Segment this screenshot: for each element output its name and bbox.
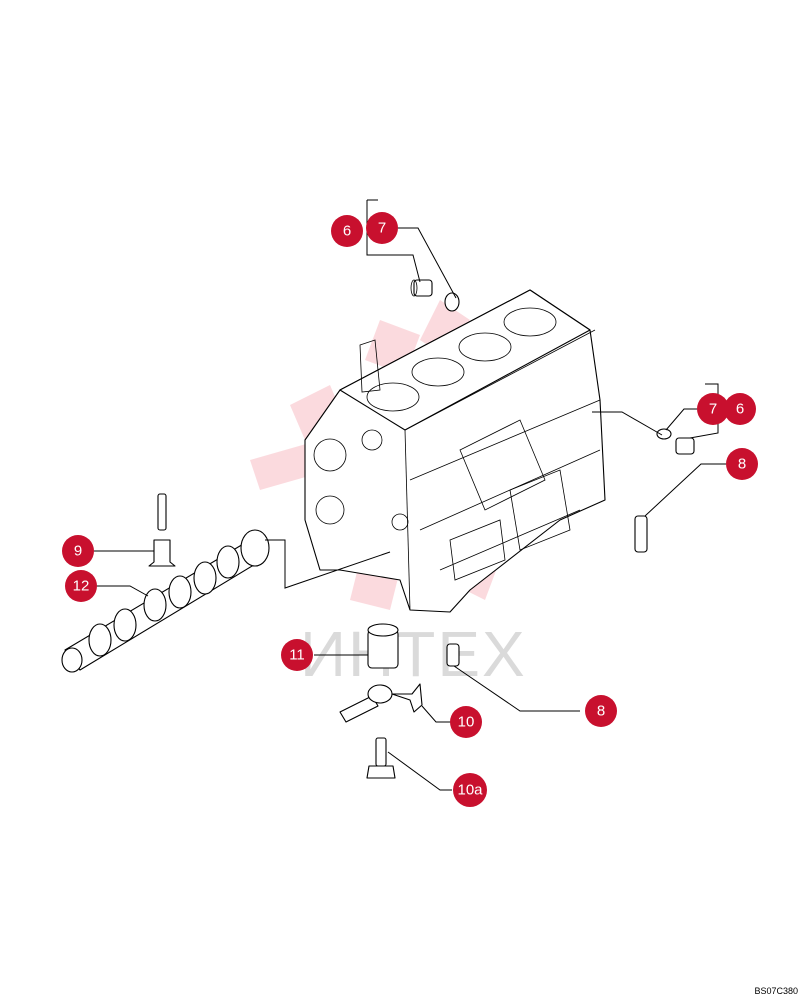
dowel-pin-bottom	[446, 643, 460, 667]
oil-jet	[339, 683, 423, 723]
callout-11: 11	[281, 639, 313, 671]
bearing-bush	[367, 623, 399, 669]
callout-label: 8	[597, 703, 605, 720]
callout-12: 12	[65, 570, 97, 602]
plug-right	[675, 437, 695, 455]
callout-label: 12	[73, 578, 90, 595]
callout-6-right: 6	[724, 393, 756, 425]
callout-label: 9	[74, 543, 82, 560]
callout-6-top: 6	[331, 215, 363, 247]
tappet-parts	[148, 493, 176, 567]
callout-label: 8	[738, 456, 746, 473]
callout-label: 7	[709, 401, 717, 418]
callout-label: 10	[458, 714, 475, 731]
leader-lines	[94, 199, 726, 791]
callout-10a: 10a	[453, 773, 487, 807]
callout-8-bottom: 8	[585, 695, 617, 727]
plug-top	[410, 279, 433, 297]
callout-7-top: 7	[366, 212, 398, 244]
callout-label: 6	[343, 223, 351, 240]
callout-label: 7	[378, 220, 386, 237]
callout-label: 6	[736, 401, 744, 418]
washer-top	[444, 292, 460, 312]
camshaft	[61, 529, 270, 673]
callout-8-right: 8	[726, 448, 758, 480]
washer-right	[656, 428, 672, 440]
dowel-pin-right	[634, 515, 648, 553]
callout-9: 9	[62, 535, 94, 567]
drawing-code: BS07C380	[754, 986, 798, 996]
bolt	[366, 737, 396, 779]
watermark-text: ИНТЕХ	[300, 618, 527, 690]
callout-7-right: 7	[697, 393, 729, 425]
callout-label: 11	[289, 647, 305, 664]
engine-block	[304, 289, 606, 613]
callout-label: 10a	[457, 782, 483, 799]
callout-10: 10	[450, 706, 482, 738]
